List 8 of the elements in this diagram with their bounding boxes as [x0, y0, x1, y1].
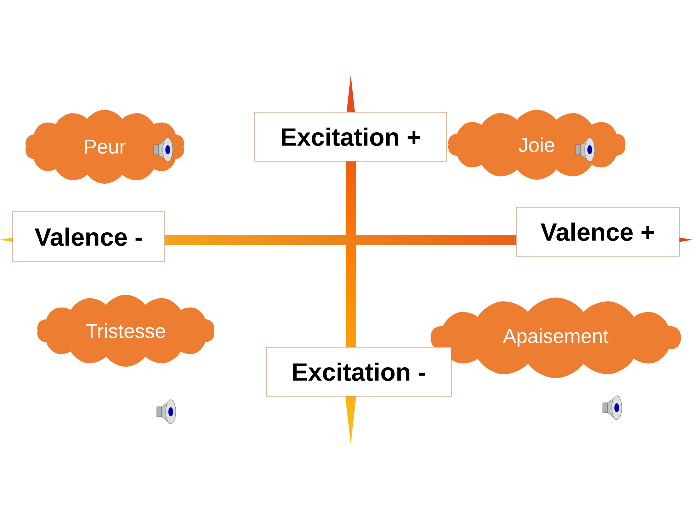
cloud: Joie — [448, 110, 626, 180]
cloud: Apaisement — [430, 298, 682, 378]
label-box: Valence - — [12, 212, 166, 262]
cloud: Peur — [26, 110, 184, 184]
label-box: Excitation + — [254, 112, 448, 162]
cloud: Tristesse — [38, 295, 214, 367]
label-box: Excitation - — [266, 347, 452, 397]
label-box: Valence + — [516, 207, 680, 257]
